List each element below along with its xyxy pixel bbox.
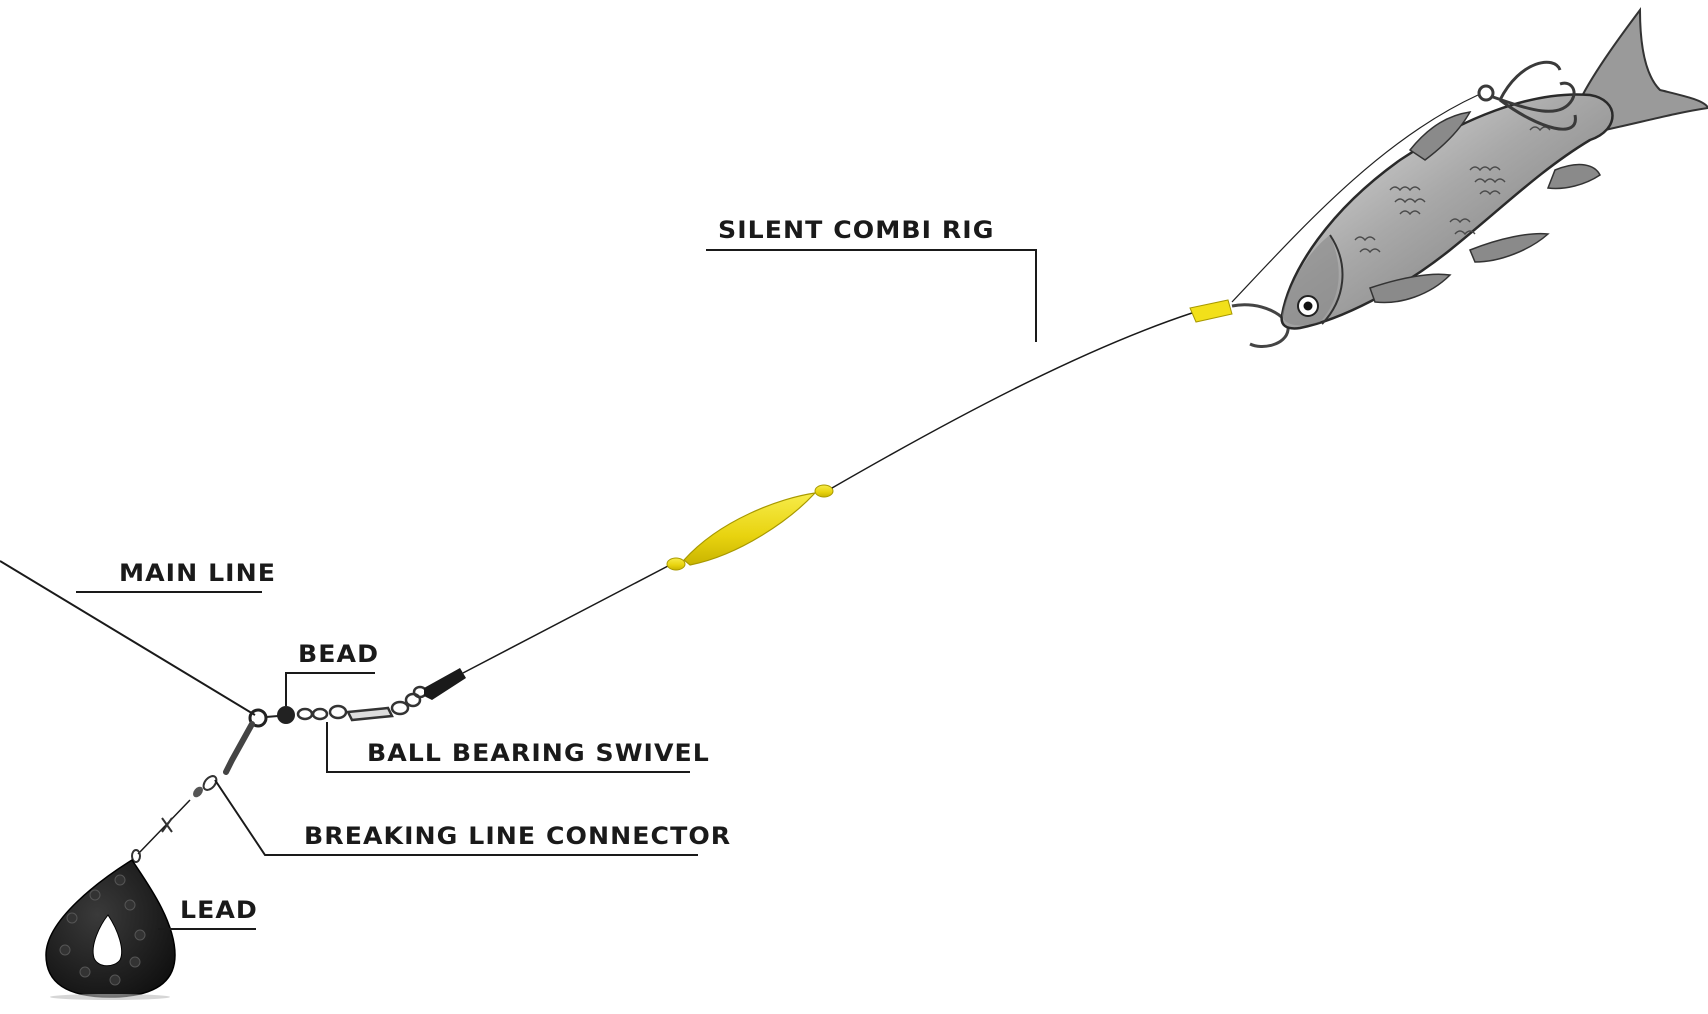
leader-breaking-line-connector bbox=[214, 779, 698, 856]
mouth-hook bbox=[1231, 303, 1290, 348]
rig-line-lower bbox=[462, 565, 669, 674]
leader-silent-combi-rig bbox=[706, 249, 1037, 342]
bead bbox=[277, 706, 295, 724]
rig-line-upper bbox=[831, 312, 1193, 489]
label-bead: BEAD bbox=[298, 640, 380, 668]
lead-weight bbox=[45, 858, 176, 1000]
label-main-line: MAIN LINE bbox=[119, 559, 277, 587]
leader-ball-bearing-swivel bbox=[326, 722, 690, 773]
label-ball-bearing-swivel: BALL BEARING SWIVEL bbox=[367, 739, 710, 767]
bait-fish bbox=[1280, 7, 1708, 330]
label-lead: LEAD bbox=[180, 896, 258, 924]
main-line-ring bbox=[248, 708, 268, 728]
breaking-line-connector bbox=[131, 721, 255, 863]
ball-bearing-swivel bbox=[296, 685, 428, 722]
label-breaking-line-connector: BREAKING LINE CONNECTOR bbox=[304, 822, 732, 850]
tail-rubber bbox=[424, 668, 466, 700]
hook-sleeve bbox=[1189, 299, 1233, 323]
main-line bbox=[0, 560, 256, 716]
treble-line bbox=[1231, 94, 1479, 303]
float bbox=[666, 484, 834, 571]
label-silent-combi-rig: SILENT COMBI RIG bbox=[718, 216, 995, 244]
treble-hook bbox=[1477, 60, 1577, 131]
leader-bead bbox=[285, 672, 375, 706]
